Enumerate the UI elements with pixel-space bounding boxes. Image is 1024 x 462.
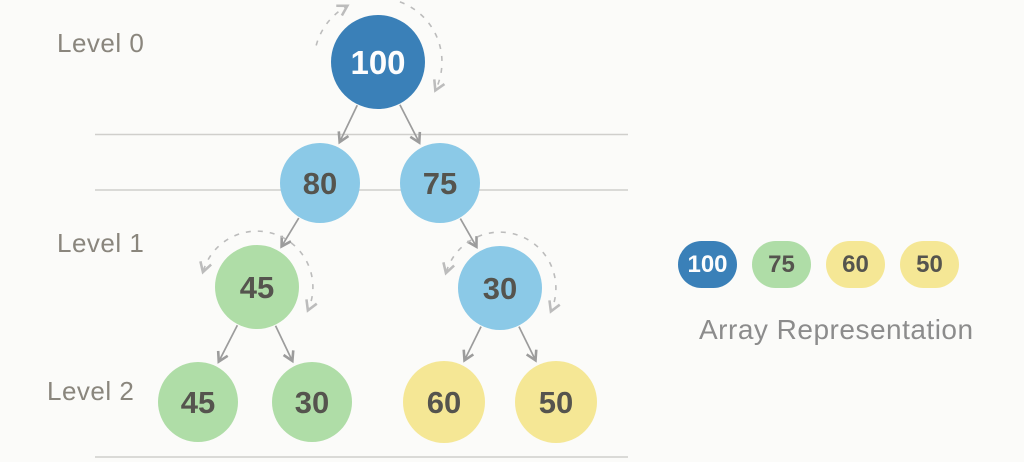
tree-node-50: 50 xyxy=(515,361,597,443)
array-cell-2: 60 xyxy=(826,241,885,288)
array-cell-3: 50 xyxy=(900,241,959,288)
node-circle xyxy=(515,361,597,443)
node-value: 80 xyxy=(303,166,337,201)
array-cell-1: 75 xyxy=(752,241,811,288)
rotation-arc xyxy=(315,4,350,46)
tree-node-30: 30 xyxy=(458,246,542,330)
node-value: 60 xyxy=(427,385,461,420)
rotation-arc xyxy=(399,1,446,93)
level-2-label: Level 2 xyxy=(47,376,135,406)
tree-node-45: 45 xyxy=(215,245,299,329)
tree-node-45: 45 xyxy=(158,362,238,442)
node-circle xyxy=(403,361,485,443)
tree-node-30: 30 xyxy=(272,362,352,442)
level-0-label: Level 0 xyxy=(57,28,145,58)
tree-node-80: 80 xyxy=(280,143,360,223)
heap-tree-diagram: 100 80 75 45 30 45 30 60 50 xyxy=(95,1,628,458)
tree-node-60: 60 xyxy=(403,361,485,443)
node-circle xyxy=(331,15,425,109)
array-representation-label: Array Representation xyxy=(699,314,974,345)
tree-edge xyxy=(216,324,239,364)
level-separator-lines xyxy=(95,133,628,458)
node-circle xyxy=(158,362,238,442)
tree-node-100: 100 xyxy=(331,15,425,109)
tree-edge xyxy=(399,104,422,145)
rotation-arc xyxy=(442,231,561,314)
array-cell-value: 100 xyxy=(687,250,728,278)
tree-edge xyxy=(518,326,538,363)
array-cell-value: 50 xyxy=(916,250,943,278)
tree-edge xyxy=(462,326,482,363)
rotation-arrows xyxy=(199,1,561,314)
tree-edge xyxy=(337,104,359,145)
rotation-arc xyxy=(199,230,318,313)
array-cell-value: 60 xyxy=(842,250,869,278)
tree-node-75: 75 xyxy=(400,143,480,223)
tree-nodes: 100 80 75 45 30 45 30 60 50 xyxy=(158,15,597,443)
node-value: 100 xyxy=(350,44,405,81)
array-cell-value: 75 xyxy=(768,250,795,278)
node-value: 75 xyxy=(423,166,457,201)
array-representation-row: 100 75 60 50 xyxy=(678,241,959,288)
tree-edges xyxy=(216,104,538,364)
array-cell-0: 100 xyxy=(678,241,737,288)
node-value: 50 xyxy=(539,385,573,420)
tree-edge xyxy=(280,217,300,249)
node-circle xyxy=(272,362,352,442)
node-circle xyxy=(280,143,360,223)
node-circle xyxy=(400,143,480,223)
node-value: 30 xyxy=(295,385,329,420)
tree-edge xyxy=(274,325,295,364)
tree-edge xyxy=(459,218,478,250)
node-value: 30 xyxy=(483,271,517,306)
level-1-label: Level 1 xyxy=(57,228,145,258)
node-value: 45 xyxy=(240,270,274,305)
node-value: 45 xyxy=(181,385,215,420)
